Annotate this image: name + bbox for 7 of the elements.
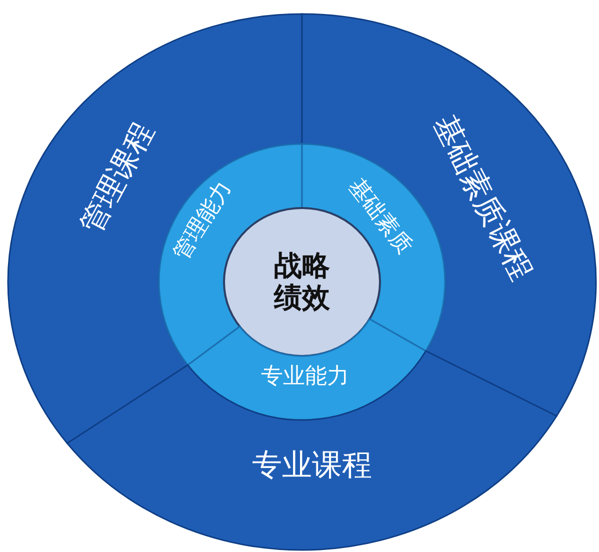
segment-label: 基础素质课程 <box>426 110 538 286</box>
segment-label: 管理能力 <box>168 176 238 264</box>
segment-label: 专业课程 <box>252 448 372 483</box>
segment-label: 管理课程 <box>74 116 162 239</box>
center-label: 战略绩效 <box>272 250 331 314</box>
segment-label: 专业能力 <box>261 364 349 389</box>
segment-label: 基础素质 <box>342 174 418 259</box>
